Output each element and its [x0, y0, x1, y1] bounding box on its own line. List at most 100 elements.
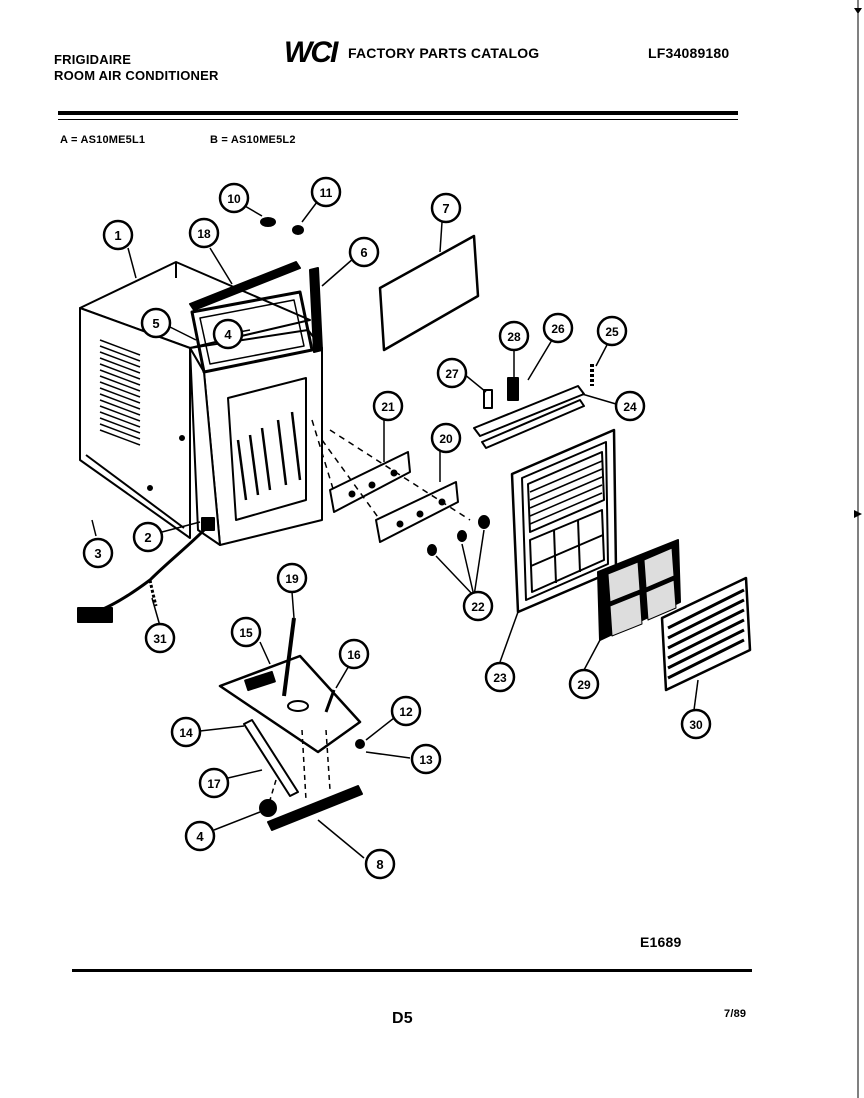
rod-part-19: [282, 617, 296, 697]
svg-text:31: 31: [153, 632, 167, 646]
power-cord-part: [77, 517, 215, 623]
callout-29: 29: [568, 668, 600, 700]
svg-text:1: 1: [114, 228, 121, 243]
svg-text:27: 27: [445, 367, 459, 381]
callout-23: 23: [484, 661, 516, 693]
bracket-part-20: [375, 481, 459, 543]
callout-1: 1: [102, 219, 134, 251]
front-grille-part: [510, 428, 618, 614]
catalog-title: FACTORY PARTS CATALOG: [348, 45, 540, 61]
callout-14: 14: [170, 716, 202, 748]
callout-21: 21: [372, 390, 404, 422]
panel-part: [378, 234, 480, 352]
svg-text:29: 29: [577, 678, 591, 692]
svg-text:5: 5: [152, 316, 159, 331]
svg-text:28: 28: [507, 330, 521, 344]
svg-text:18: 18: [197, 227, 211, 241]
catalog-number: LF34089180: [648, 45, 730, 61]
callout-2: 2: [132, 521, 164, 553]
clip-part-27: [483, 389, 493, 409]
page-code: D5: [392, 1010, 413, 1027]
callout-28: 28: [498, 320, 530, 352]
catalog-logo: WCI: [284, 36, 338, 69]
model-b-label: B = AS10ME5L2: [210, 134, 296, 146]
screws-part-22: [427, 515, 490, 556]
screw-part-12: [355, 739, 365, 749]
svg-text:8: 8: [376, 857, 383, 872]
brand-name: FRIGIDAIRE: [54, 52, 132, 67]
callout-10: 10: [218, 182, 250, 214]
callout-24: 24: [614, 390, 646, 422]
callout-11: 11: [310, 176, 342, 208]
svg-text:19: 19: [285, 572, 299, 586]
svg-text:26: 26: [551, 322, 565, 336]
screw-part-10: [260, 217, 276, 227]
callout-4-lower: 4: [184, 820, 216, 852]
callout-15: 15: [230, 616, 262, 648]
screw-part-16: [324, 689, 336, 713]
callout-8: 8: [364, 848, 396, 880]
callout-26: 26: [542, 312, 574, 344]
edge-mark-icon: [854, 510, 862, 518]
callout-16: 16: [338, 638, 370, 670]
svg-text:16: 16: [347, 648, 361, 662]
screw-part-11: [292, 225, 304, 235]
base-plate-part: [218, 654, 362, 754]
svg-text:6: 6: [360, 245, 367, 260]
knob-part-4: [259, 799, 277, 817]
product-line: ROOM AIR CONDITIONER: [54, 68, 219, 83]
header-rule-bottom: [58, 119, 738, 120]
svg-text:25: 25: [605, 325, 619, 339]
callout-27: 27: [436, 357, 468, 389]
svg-text:30: 30: [689, 718, 703, 732]
gasket-frame-part: [190, 290, 314, 374]
header-rule-top: [58, 111, 738, 115]
svg-text:2: 2: [144, 530, 151, 545]
callout-7: 7: [430, 192, 462, 224]
filter-part: [597, 539, 681, 641]
callout-13: 13: [410, 743, 442, 775]
louvered-cover-part: [660, 576, 752, 692]
callout-12: 12: [390, 695, 422, 727]
svg-text:4: 4: [224, 327, 232, 342]
seal-strip-part: [189, 261, 301, 311]
bar-part-8: [267, 785, 363, 831]
callout-6: 6: [348, 236, 380, 268]
svg-text:11: 11: [320, 186, 333, 200]
svg-text:13: 13: [419, 753, 433, 767]
svg-text:17: 17: [207, 777, 221, 791]
model-a-label: A = AS10ME5L1: [60, 134, 146, 146]
edge-mark-icon: [854, 8, 862, 14]
callout-22: 22: [462, 590, 494, 622]
chassis-housing: [189, 329, 323, 546]
callout-18: 18: [188, 217, 220, 249]
clip-part-28: [507, 377, 519, 401]
revision-date: 7/89: [724, 1008, 747, 1020]
footer-rule: [72, 969, 752, 972]
callout-19: 19: [276, 562, 308, 594]
svg-text:22: 22: [471, 600, 485, 614]
svg-text:21: 21: [381, 400, 395, 414]
svg-text:23: 23: [493, 671, 507, 685]
svg-text:24: 24: [623, 400, 637, 414]
side-seal-part: [309, 267, 323, 353]
callout-25: 25: [596, 315, 628, 347]
callout-30: 30: [680, 708, 712, 740]
callout-31: 31: [144, 622, 176, 654]
callout-4-upper: 4: [212, 318, 244, 350]
svg-text:20: 20: [439, 432, 453, 446]
svg-text:7: 7: [442, 201, 449, 216]
svg-text:14: 14: [179, 726, 193, 740]
callout-3: 3: [82, 537, 114, 569]
bracket-part-21: [329, 451, 411, 513]
svg-text:15: 15: [239, 626, 253, 640]
link-arm-part: [243, 719, 299, 797]
diagram-code: E1689: [640, 934, 682, 950]
svg-text:3: 3: [94, 546, 101, 561]
callout-17: 17: [198, 767, 230, 799]
svg-text:10: 10: [227, 192, 241, 206]
callout-20: 20: [430, 422, 462, 454]
svg-text:12: 12: [399, 705, 413, 719]
svg-text:4: 4: [196, 829, 204, 844]
